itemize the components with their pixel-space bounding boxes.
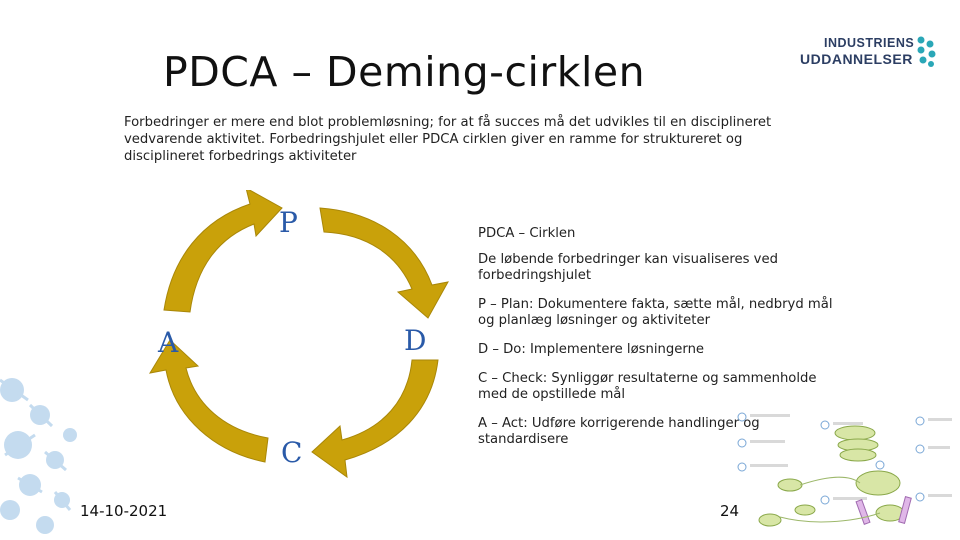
page-number: 24: [720, 502, 739, 520]
slide-title: PDCA – Deming-cirklen: [163, 48, 645, 96]
intro-paragraph: Forbedringer er mere end blot problemløs…: [124, 114, 784, 165]
pdca-cycle: P D C A: [140, 190, 460, 500]
pdca-letter-c: C: [281, 436, 302, 469]
logo-text-line1: INDUSTRIENS: [824, 36, 914, 50]
process-diagram-thumbnail: [730, 405, 955, 540]
logo-text-line2: UDDANNELSER: [800, 51, 913, 67]
footer-date: 14-10-2021: [80, 502, 167, 520]
pdca-plan-text: P – Plan: Dokumentere fakta, sætte mål, …: [478, 297, 838, 329]
arrow-a-to-p: [164, 190, 282, 312]
arrow-d-to-c: [312, 360, 438, 477]
pdca-letter-d: D: [404, 324, 426, 357]
pdca-letter-p: P: [279, 206, 298, 239]
decorative-pattern-left: [0, 360, 90, 540]
company-logo: INDUSTRIENS UDDANNELSER: [800, 33, 940, 73]
pdca-check-text: C – Check: Synliggør resultaterne og sam…: [478, 371, 838, 403]
pdca-description: De løbende forbedringer kan visualiseres…: [478, 252, 838, 284]
logo-dots-icon: [916, 35, 938, 69]
pdca-heading: PDCA – Cirklen: [478, 226, 838, 242]
pdca-letter-a: A: [158, 326, 178, 359]
arrow-p-to-d: [320, 208, 448, 318]
pdca-do-text: D – Do: Implementere løsningerne: [478, 342, 838, 358]
